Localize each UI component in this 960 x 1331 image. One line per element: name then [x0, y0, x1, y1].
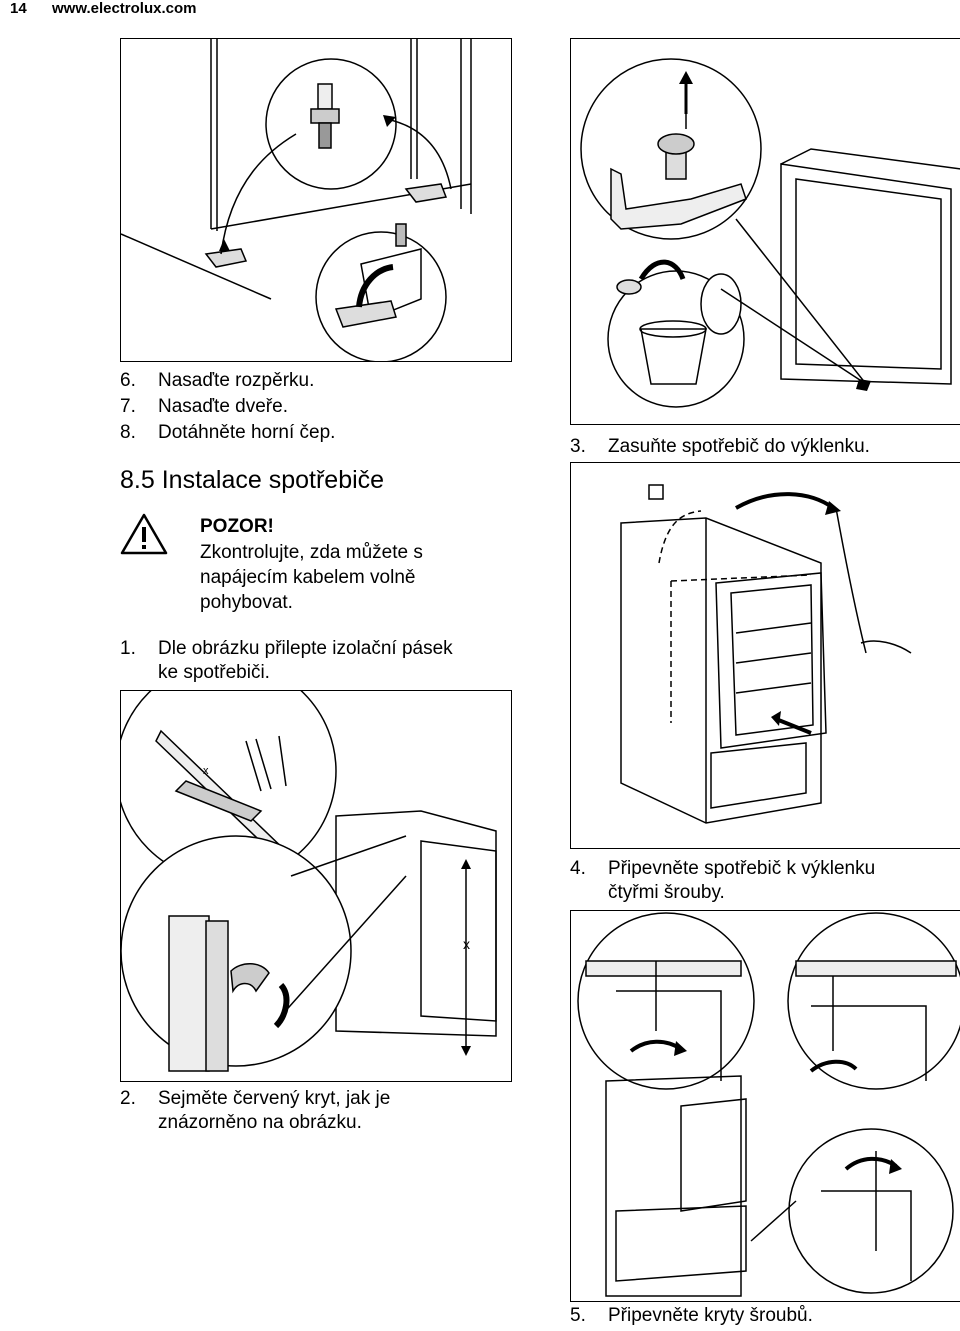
warning-title: POZOR! [200, 516, 274, 537]
step-number: 7. [120, 396, 136, 417]
step-number: 3. [570, 436, 586, 457]
fix-screws-illustration [577, 912, 960, 1297]
step-number: 4. [570, 858, 586, 879]
step-8: 8. Dotáhněte horní čep. [120, 422, 335, 444]
slide-into-niche-illustration [620, 484, 912, 824]
step-text-line-1: Dle obrázku přilepte izolační pásek [158, 638, 453, 659]
figure-slide-into-niche [570, 462, 960, 849]
website-link[interactable]: www.electrolux.com [52, 0, 197, 17]
step-number: 5. [570, 1305, 586, 1326]
step-5: 5. Připevněte kryty šroubů. [570, 1305, 813, 1327]
step-number: 8. [120, 422, 136, 443]
step-text: Nasaďte dveře. [158, 396, 288, 417]
step-text-line-1: Sejměte červený kryt, jak je [158, 1088, 391, 1109]
section-title: Instalace spotřebiče [161, 466, 385, 494]
step-2-line-2: znázorněno na obrázku. [158, 1112, 362, 1133]
figure-fix-screws [570, 910, 960, 1302]
step-text: Zasuňte spotřebič do výklenku. [608, 436, 870, 457]
appliance-parts-illustration [580, 58, 960, 408]
figure-insulation-tape: x x [120, 690, 512, 1082]
section-number: 8.5 [120, 466, 155, 494]
step-7: 7. Nasaďte dveře. [120, 396, 288, 418]
step-number: 6. [120, 370, 136, 391]
dimension-label: x [463, 936, 470, 952]
page-number: 14 [10, 0, 27, 17]
step-4-line-2: čtyřmi šrouby. [608, 882, 725, 903]
step-text: Připevněte kryty šroubů. [608, 1305, 813, 1326]
step-3: 3. Zasuňte spotřebič do výklenku. [570, 436, 870, 458]
warning-line-1: Zkontrolujte, zda můžete s [200, 542, 423, 563]
hinge-spacer-illustration [121, 39, 472, 361]
warning-line-2: napájecím kabelem volně [200, 567, 416, 588]
step-1: 1. Dle obrázku přilepte izolační pásek [120, 638, 453, 660]
insulation-tape-illustration: x x [121, 691, 497, 1072]
step-4: 4. Připevněte spotřebič k výklenku [570, 858, 875, 880]
step-text: Nasaďte rozpěrku. [158, 370, 315, 391]
step-text-line-1: Připevněte spotřebič k výklenku [608, 858, 876, 879]
step-1-line-2: ke spotřebiči. [158, 662, 270, 683]
step-number: 1. [120, 638, 136, 659]
step-2: 2. Sejměte červený kryt, jak je [120, 1088, 390, 1110]
step-6: 6. Nasaďte rozpěrku. [120, 370, 314, 392]
dimension-label-small: x [203, 765, 209, 777]
figure-appliance-parts [570, 38, 960, 425]
section-heading: 8.5 Instalace spotřebiče [120, 466, 384, 494]
warning-line-3: pohybovat. [200, 592, 293, 613]
step-text: Dotáhněte horní čep. [158, 422, 336, 443]
step-number: 2. [120, 1088, 136, 1109]
warning-icon [120, 512, 168, 556]
figure-hinge-spacer [120, 38, 512, 362]
